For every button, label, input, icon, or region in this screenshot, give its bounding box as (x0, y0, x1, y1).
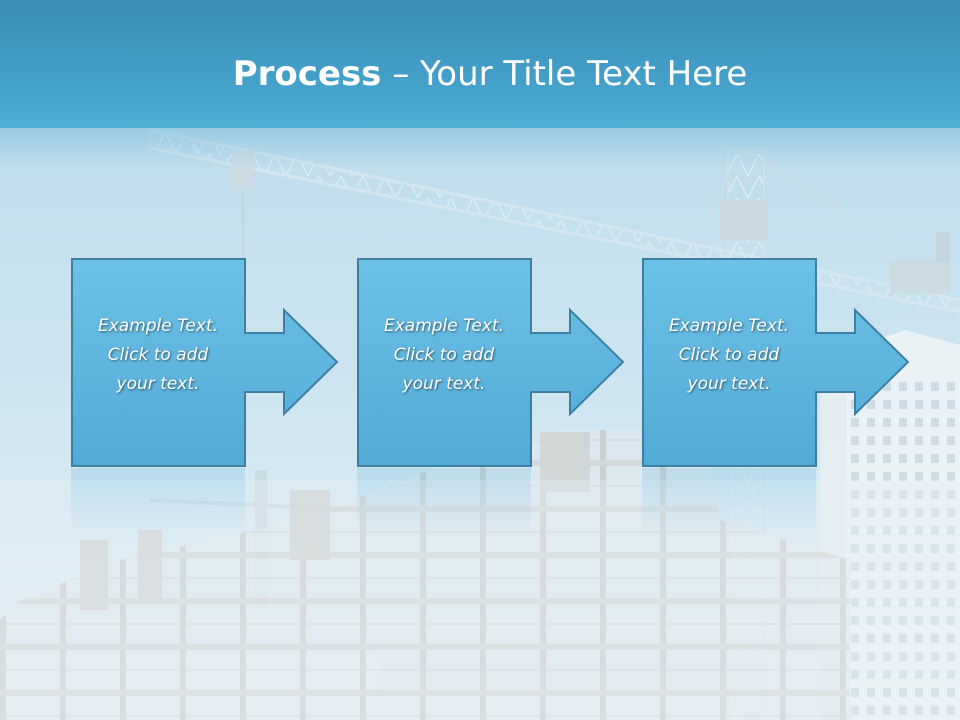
title-bold: Process (232, 54, 382, 94)
step-1-text: Example Text. Click to add your text. (97, 316, 219, 394)
slide-title[interactable]: Process – Your Title Text Here (0, 52, 960, 96)
title-bar-fade (0, 128, 960, 168)
arrow-shape-2 (357, 258, 625, 467)
title-rest: – Your Title Text Here (381, 54, 748, 94)
process-step-2[interactable]: Example Text. Click to add your text. (357, 258, 627, 538)
step-3-text: Example Text. Click to add your text. (668, 316, 790, 394)
step-1-reflection (71, 468, 245, 538)
process-step-3[interactable]: Example Text. Click to add your text. (642, 258, 912, 538)
step-2-reflection (357, 468, 531, 538)
step-2-text: Example Text. Click to add your text. (383, 316, 505, 394)
step-3-reflection (642, 468, 816, 538)
arrow-shape-1 (71, 258, 339, 467)
title-bar (0, 0, 960, 128)
arrow-shape-3 (642, 258, 910, 467)
process-step-1[interactable]: Example Text. Click to add your text. (71, 258, 341, 538)
